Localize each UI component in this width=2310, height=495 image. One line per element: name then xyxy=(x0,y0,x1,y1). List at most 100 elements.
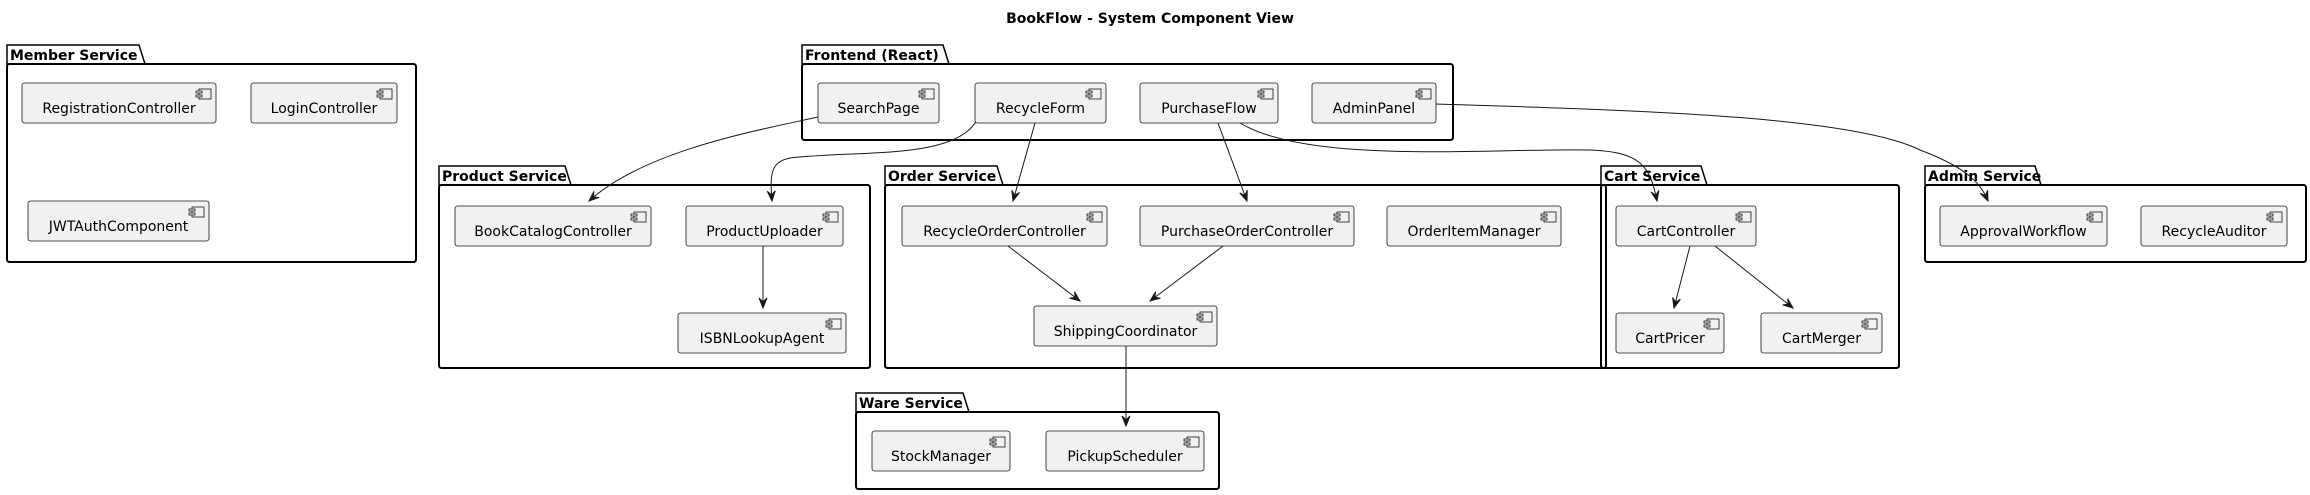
component-box xyxy=(1045,430,1205,472)
arrowhead xyxy=(1011,190,1020,203)
component-RecycleForm: RecycleForm xyxy=(974,82,1107,124)
edge-line xyxy=(588,116,819,202)
component-label: CartController xyxy=(1637,224,1736,240)
package-frontend: Frontend (React) xyxy=(801,44,1454,141)
component-BookCatalogController: BookCatalogController xyxy=(454,205,652,247)
edge-SearchPage-to-BookCatalogController xyxy=(587,116,819,202)
component-icon xyxy=(1415,88,1432,100)
package-product: Product Service xyxy=(438,165,871,369)
component-box xyxy=(974,82,1107,124)
component-icon xyxy=(188,206,205,218)
component-icon xyxy=(989,436,1006,448)
component-icon xyxy=(1540,211,1557,223)
component-box xyxy=(21,82,217,124)
edge-line xyxy=(1149,245,1224,302)
component-label: ProductUploader xyxy=(706,224,823,240)
edge-PurchaseFlow-to-CartController xyxy=(1239,122,1660,203)
component-label: AdminPanel xyxy=(1333,101,1415,117)
component-label: LoginController xyxy=(271,101,378,117)
component-label: RegistrationController xyxy=(42,101,196,117)
arrowhead xyxy=(1650,190,1660,203)
component-AdminPanel: AdminPanel xyxy=(1311,82,1437,124)
package-frame xyxy=(6,63,417,263)
package-label: Frontend (React) xyxy=(805,48,939,64)
edge-AdminPanel-to-ApprovalWorkflow xyxy=(1435,103,1989,203)
arrowhead xyxy=(1121,415,1131,428)
arrowhead xyxy=(587,191,600,202)
edge-line xyxy=(1239,122,1658,202)
component-label: StockManager xyxy=(891,449,991,465)
component-CartMerger: CartMerger xyxy=(1760,312,1883,354)
component-icon xyxy=(376,88,393,100)
package-label: Admin Service xyxy=(1928,169,2041,185)
component-box xyxy=(1939,205,2108,247)
edge-line xyxy=(1012,122,1036,202)
package-frame xyxy=(801,63,1454,141)
edge-line xyxy=(1435,103,1989,202)
component-CartController: CartController xyxy=(1615,205,1757,247)
edge-line xyxy=(1007,245,1081,302)
component-LoginController: LoginController xyxy=(250,82,398,124)
edge-RecycleOrderController-to-ShippingCoordinator xyxy=(1007,245,1082,302)
edge-line xyxy=(770,119,978,202)
component-box xyxy=(1615,205,1757,247)
package-frame xyxy=(1600,184,1900,369)
arrowhead xyxy=(1069,291,1082,302)
component-box xyxy=(250,82,398,124)
component-label: PurchaseOrderController xyxy=(1161,224,1333,240)
component-SearchPage: SearchPage xyxy=(817,82,940,124)
component-box xyxy=(1033,305,1218,347)
component-OrderItemManager: OrderItemManager xyxy=(1386,205,1562,247)
component-box xyxy=(1139,82,1279,124)
component-PurchaseFlow: PurchaseFlow xyxy=(1139,82,1279,124)
arrowhead xyxy=(1672,297,1681,310)
component-box xyxy=(1311,82,1437,124)
package-frame xyxy=(438,184,871,369)
component-box xyxy=(1139,205,1355,247)
component-icon xyxy=(630,211,647,223)
component-icon xyxy=(1861,318,1878,330)
edge-line xyxy=(1714,245,1794,309)
component-label: RecycleOrderController xyxy=(923,224,1086,240)
component-icon xyxy=(1085,88,1102,100)
component-icon xyxy=(825,318,842,330)
edge-ProductUploader-to-ISBNLookupAgent xyxy=(758,246,768,310)
component-icon xyxy=(822,211,839,223)
package-member: Member Service xyxy=(6,44,417,263)
component-box xyxy=(871,430,1011,472)
component-label: RecycleForm xyxy=(996,101,1085,117)
edge-RecycleForm-to-ProductUploader xyxy=(766,119,978,203)
package-frame xyxy=(884,184,1607,369)
component-label: CartMerger xyxy=(1782,331,1861,347)
component-ProductUploader: ProductUploader xyxy=(685,205,844,247)
component-label: ApprovalWorkflow xyxy=(1960,224,2086,240)
component-RecycleAuditor: RecycleAuditor xyxy=(2140,205,2288,247)
package-frame xyxy=(1924,184,2307,263)
package-admin: Admin Service xyxy=(1924,165,2307,263)
edge-line xyxy=(1673,245,1691,309)
component-icon xyxy=(918,88,935,100)
arrowhead xyxy=(766,190,776,203)
edge-CartController-to-CartMerger xyxy=(1714,245,1795,309)
edge-line xyxy=(1217,122,1248,202)
package-order: Order Service xyxy=(884,165,1607,369)
package-label: Product Service xyxy=(442,169,567,185)
component-ISBNLookupAgent: ISBNLookupAgent xyxy=(677,312,847,354)
package-ware: Ware Service xyxy=(855,392,1220,490)
arrowhead xyxy=(758,297,768,310)
component-label: OrderItemManager xyxy=(1407,224,1540,240)
component-label: BookCatalogController xyxy=(474,224,632,240)
package-label: Ware Service xyxy=(859,396,963,412)
component-label: RecycleAuditor xyxy=(2162,224,2267,240)
diagram-title: BookFlow - System Component View xyxy=(1006,11,1294,27)
edge-CartController-to-CartPricer xyxy=(1672,245,1691,310)
component-box xyxy=(27,200,210,242)
component-icon xyxy=(1703,318,1720,330)
edges-layer xyxy=(587,103,1989,428)
component-label: SearchPage xyxy=(838,101,920,117)
package-label: Order Service xyxy=(888,169,996,185)
component-PurchaseOrderController: PurchaseOrderController xyxy=(1139,205,1355,247)
component-label: PickupScheduler xyxy=(1067,449,1182,465)
